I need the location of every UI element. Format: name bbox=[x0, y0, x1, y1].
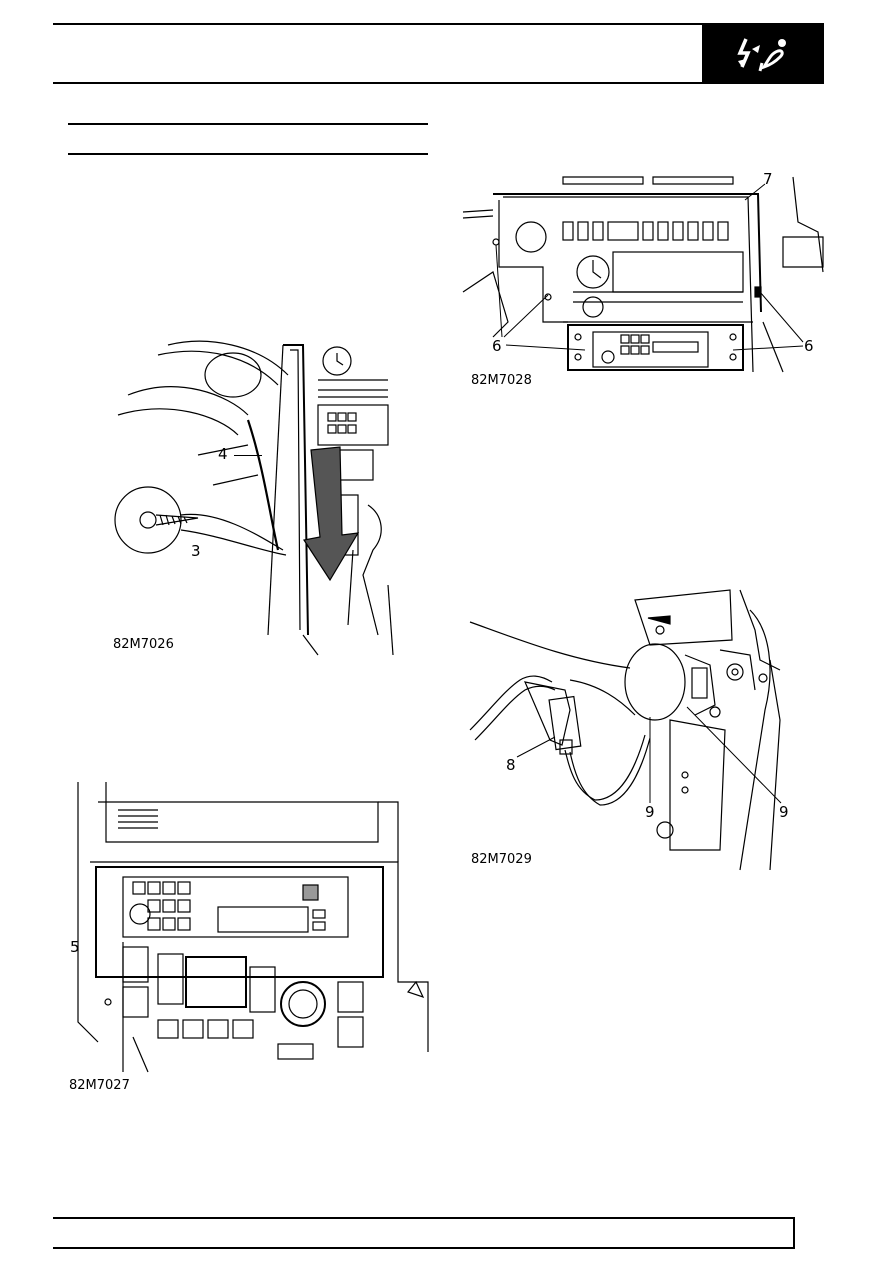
callout-9-right-leader bbox=[686, 706, 782, 804]
footer-top-rule bbox=[53, 1217, 795, 1219]
callout-6-left-leaders bbox=[495, 244, 586, 351]
callout-8: 8 bbox=[506, 756, 516, 774]
callout-9-left: 9 bbox=[645, 803, 655, 821]
callout-9-left-leader bbox=[649, 717, 651, 803]
callout-9-right: 9 bbox=[779, 803, 789, 821]
section-tab bbox=[702, 23, 824, 83]
callout-3: 3 bbox=[191, 542, 201, 560]
figure-caption: 82M7028 bbox=[471, 373, 532, 388]
figure-caption: 82M7027 bbox=[69, 1078, 130, 1093]
callout-5: 5 bbox=[70, 938, 80, 956]
callout-8-leader bbox=[516, 736, 556, 758]
figure-caption: 82M7026 bbox=[113, 637, 174, 652]
footer-right-rule bbox=[793, 1217, 795, 1249]
callout-7: 7 bbox=[763, 170, 773, 188]
callout-7-leader bbox=[744, 183, 766, 201]
footer-bottom-rule bbox=[53, 1247, 795, 1249]
header-top-rule bbox=[53, 23, 824, 25]
figure-82m7027 bbox=[77, 782, 429, 1073]
figure-82m7029 bbox=[469, 589, 781, 871]
callout-4-leader bbox=[234, 455, 262, 456]
callout-6-right: 6 bbox=[804, 337, 814, 355]
callout-6-right-leaders bbox=[732, 291, 804, 351]
left-rule-1 bbox=[68, 123, 428, 125]
header-bottom-rule bbox=[53, 82, 824, 84]
left-rule-2 bbox=[68, 153, 428, 155]
air-conditioning-icon bbox=[737, 38, 786, 72]
callout-4: 4 bbox=[218, 445, 228, 463]
callout-6-left: 6 bbox=[492, 337, 502, 355]
figure-caption: 82M7029 bbox=[471, 852, 532, 867]
figure-82m7026 bbox=[114, 340, 394, 656]
